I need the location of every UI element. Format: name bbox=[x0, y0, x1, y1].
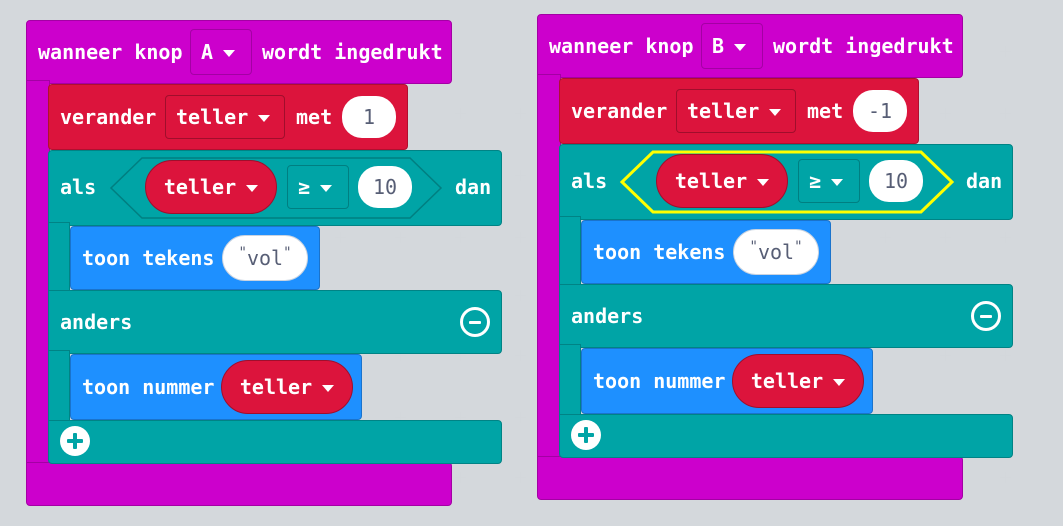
close-quote-icon: " bbox=[794, 239, 803, 255]
teller-variable-reporter[interactable]: teller bbox=[656, 154, 788, 208]
variable-dropdown[interactable]: teller bbox=[165, 95, 285, 139]
operator-value: ≥ bbox=[298, 175, 311, 199]
then-label: dan bbox=[455, 175, 492, 199]
change-label: verander bbox=[571, 99, 668, 123]
chevron-down-icon bbox=[734, 43, 747, 51]
with-label: met bbox=[807, 99, 844, 123]
string-input[interactable]: "vol" bbox=[222, 235, 308, 281]
compare-value: 10 bbox=[883, 169, 909, 193]
else-row bbox=[48, 290, 502, 354]
minus-circle-icon[interactable] bbox=[971, 301, 1001, 331]
chevron-down-icon bbox=[246, 184, 259, 192]
chevron-down-icon bbox=[833, 378, 846, 386]
event-suffix-label: wordt ingedrukt bbox=[262, 40, 443, 64]
button-dropdown-value: A bbox=[201, 40, 214, 64]
variable-dropdown-value: teller bbox=[687, 99, 760, 123]
event-block-body bbox=[537, 74, 561, 474]
close-quote-icon: " bbox=[283, 245, 292, 261]
minus-circle-icon[interactable] bbox=[460, 307, 490, 337]
operator-value: ≥ bbox=[809, 169, 822, 193]
plus-circle-icon[interactable] bbox=[571, 420, 601, 450]
change-amount-value: 1 bbox=[362, 105, 376, 129]
string-value: vol bbox=[757, 240, 795, 264]
if-else-footer bbox=[48, 420, 502, 464]
chevron-down-icon bbox=[757, 178, 770, 186]
teller-variable-reporter[interactable]: teller bbox=[221, 360, 353, 414]
else-rail bbox=[48, 350, 70, 424]
button-dropdown-value: B bbox=[712, 34, 725, 58]
chevron-down-icon bbox=[223, 49, 236, 57]
chevron-down-icon bbox=[320, 184, 333, 192]
event-block-footer bbox=[537, 456, 963, 500]
open-quote-icon: " bbox=[749, 239, 758, 255]
operator-dropdown[interactable]: ≥ bbox=[287, 165, 349, 209]
variable-dropdown[interactable]: teller bbox=[676, 89, 796, 133]
if-then-rail bbox=[48, 222, 70, 294]
if-then-rail bbox=[559, 216, 581, 288]
open-quote-icon: " bbox=[238, 245, 247, 261]
change-amount-value: -1 bbox=[867, 99, 893, 123]
then-label: dan bbox=[966, 169, 1003, 193]
show-number-label: toon nummer bbox=[593, 369, 726, 393]
operator-dropdown[interactable]: ≥ bbox=[798, 159, 860, 203]
teller-variable-reporter[interactable]: teller bbox=[145, 160, 277, 214]
if-label: als bbox=[571, 169, 608, 193]
change-amount-input[interactable]: 1 bbox=[342, 96, 396, 138]
button-dropdown[interactable]: B bbox=[701, 23, 763, 69]
if-label: als bbox=[60, 175, 97, 199]
string-value: vol bbox=[246, 246, 284, 270]
teller-variable-reporter[interactable]: teller bbox=[732, 354, 864, 408]
else-row bbox=[559, 284, 1013, 348]
show-string-label: toon tekens bbox=[593, 240, 726, 264]
else-label: anders bbox=[571, 304, 644, 328]
if-else-footer bbox=[559, 414, 1013, 458]
variable-dropdown-value: teller bbox=[176, 105, 249, 129]
event-suffix-label: wordt ingedrukt bbox=[773, 34, 954, 58]
string-input[interactable]: "vol" bbox=[733, 229, 819, 275]
chevron-down-icon bbox=[769, 108, 782, 116]
compare-value-input[interactable]: 10 bbox=[358, 166, 412, 208]
chevron-down-icon bbox=[322, 384, 335, 392]
number-variable-value: teller bbox=[750, 369, 824, 393]
left-variable-value: teller bbox=[674, 169, 748, 193]
left-variable-value: teller bbox=[163, 175, 237, 199]
show-number-label: toon nummer bbox=[82, 375, 215, 399]
compare-value: 10 bbox=[372, 175, 398, 199]
show-string-label: toon tekens bbox=[82, 246, 215, 270]
with-label: met bbox=[296, 105, 333, 129]
else-label: anders bbox=[60, 310, 133, 334]
event-prefix-label: wanneer knop bbox=[38, 40, 183, 64]
event-prefix-label: wanneer knop bbox=[549, 34, 694, 58]
event-block-footer bbox=[26, 462, 452, 506]
chevron-down-icon bbox=[831, 178, 844, 186]
plus-circle-icon[interactable] bbox=[60, 426, 90, 456]
else-rail bbox=[559, 344, 581, 418]
change-amount-input[interactable]: -1 bbox=[853, 90, 907, 132]
chevron-down-icon bbox=[258, 114, 271, 122]
compare-value-input[interactable]: 10 bbox=[869, 160, 923, 202]
button-dropdown[interactable]: A bbox=[190, 29, 252, 75]
number-variable-value: teller bbox=[239, 375, 313, 399]
event-block-body bbox=[26, 80, 50, 480]
change-label: verander bbox=[60, 105, 157, 129]
